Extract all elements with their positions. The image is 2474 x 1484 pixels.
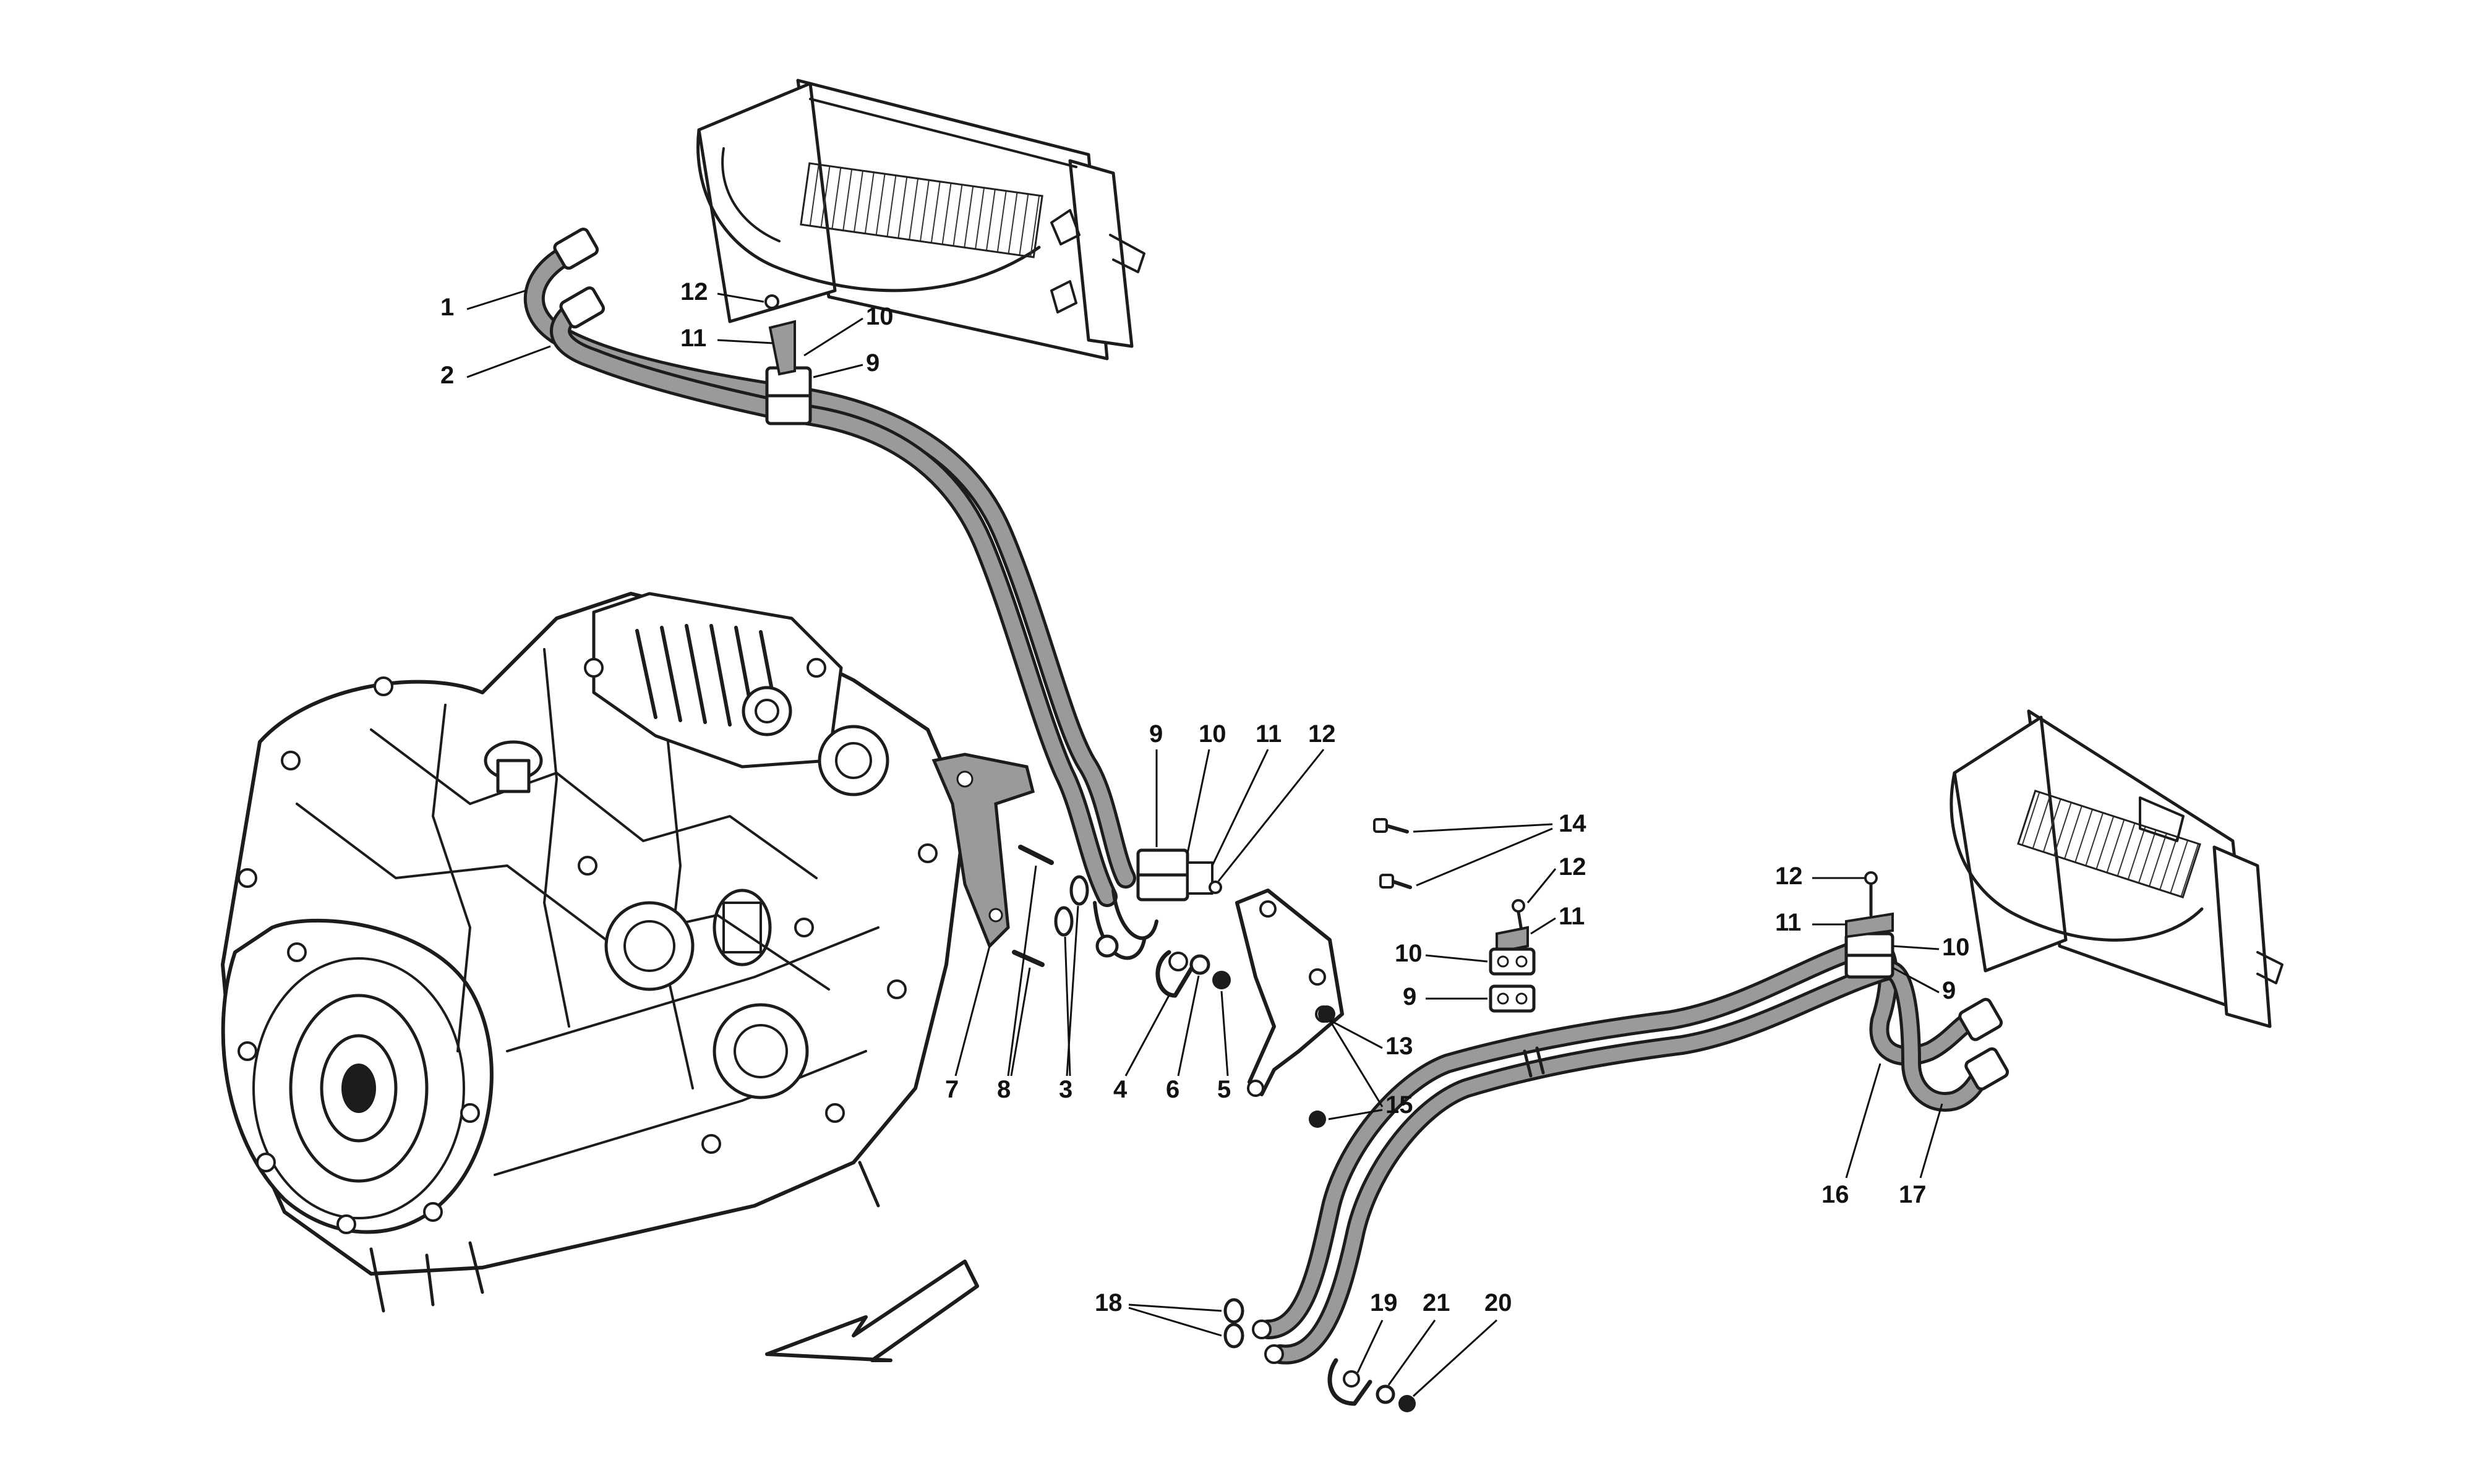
svg-text:17: 17	[1899, 1181, 1927, 1208]
upper-pipe-clamp	[764, 294, 812, 425]
callout-16: 16	[1821, 1063, 1881, 1208]
direction-arrow-icon	[765, 1260, 979, 1362]
screws-14	[1373, 818, 1412, 889]
clip-19	[1327, 1358, 1372, 1406]
callout-18: 18	[1095, 1289, 1222, 1337]
svg-text:1: 1	[440, 294, 454, 321]
callout-7: 7	[945, 945, 991, 1103]
svg-text:9: 9	[1942, 977, 1956, 1004]
callout-17: 17	[1899, 1103, 1943, 1208]
svg-text:11: 11	[680, 325, 706, 352]
svg-text:19: 19	[1370, 1289, 1398, 1316]
casing-bolts	[238, 658, 938, 1234]
middle-pipe-clamp	[1136, 848, 1222, 902]
svg-text:20: 20	[1484, 1289, 1512, 1316]
svg-text:12: 12	[1559, 853, 1586, 881]
callout-8: 8	[997, 865, 1037, 1103]
nut-20	[1398, 1395, 1416, 1412]
svg-text:3: 3	[1059, 1076, 1072, 1103]
nuts-15	[1309, 1005, 1335, 1128]
callout-10-top: 10	[803, 303, 894, 357]
gearbox-assembly	[221, 592, 967, 1313]
callout-9-exploded: 9	[1403, 983, 1487, 1010]
bracket-13	[1235, 889, 1344, 1097]
svg-text:8: 8	[997, 1076, 1011, 1103]
svg-text:11: 11	[1775, 909, 1801, 936]
callout-10-mid: 10	[1186, 720, 1226, 854]
bracket-7	[931, 753, 1035, 949]
svg-text:12: 12	[1308, 720, 1336, 748]
callout-9-right: 9	[1892, 966, 1956, 1004]
studs-8	[1012, 845, 1054, 967]
callout-9-top: 9	[813, 349, 880, 378]
svg-text:5: 5	[1217, 1076, 1231, 1103]
callout-2: 2	[440, 345, 551, 389]
upper-oil-cooler	[696, 79, 1145, 360]
callout-11-mid: 11	[1211, 720, 1282, 866]
washer-6	[1189, 954, 1210, 975]
svg-text:16: 16	[1821, 1181, 1849, 1208]
callout-1: 1	[440, 289, 526, 321]
callout-12-exploded: 12	[1526, 853, 1586, 903]
callout-20: 20	[1412, 1289, 1512, 1397]
svg-text:11: 11	[1559, 903, 1585, 930]
lower-oil-cooler	[1950, 709, 2284, 1028]
nut-5	[1212, 971, 1231, 989]
lower-pipe-clamp	[1844, 871, 1894, 979]
svg-text:10: 10	[1942, 934, 1970, 961]
callout-15: 15	[1328, 1020, 1413, 1120]
washer-21	[1376, 1384, 1395, 1404]
upper-oil-pipes	[523, 228, 1158, 960]
callout-6: 6	[1166, 975, 1200, 1103]
callout-3: 3	[1059, 905, 1079, 1103]
svg-text:15: 15	[1385, 1091, 1413, 1119]
callout-19: 19	[1356, 1289, 1398, 1373]
lower-oil-pipes	[1252, 936, 2010, 1365]
valve-ribs	[635, 624, 781, 730]
callout-13: 13	[1329, 1019, 1413, 1060]
svg-text:10: 10	[866, 303, 894, 330]
svg-text:21: 21	[1423, 1289, 1450, 1316]
callout-10-right: 10	[1892, 934, 1970, 961]
exploded-clamp	[1489, 899, 1536, 1013]
svg-text:10: 10	[1199, 720, 1226, 748]
svg-text:12: 12	[1775, 863, 1803, 890]
svg-text:4: 4	[1113, 1076, 1128, 1103]
callout-5: 5	[1217, 991, 1231, 1103]
svg-text:7: 7	[945, 1076, 959, 1103]
callout-11-top: 11	[680, 325, 774, 352]
svg-text:13: 13	[1385, 1033, 1413, 1060]
seal-rings-3	[1054, 875, 1089, 937]
svg-text:14: 14	[1559, 810, 1586, 837]
svg-text:9: 9	[1149, 720, 1163, 748]
seal-rings-18	[1223, 1298, 1244, 1349]
svg-text:9: 9	[1403, 983, 1416, 1010]
callout-10-exploded: 10	[1395, 940, 1488, 967]
svg-text:12: 12	[680, 278, 708, 305]
callout-12-right: 12	[1775, 863, 1865, 890]
svg-text:11: 11	[1256, 720, 1282, 748]
callout-12-top: 12	[680, 278, 764, 305]
hose-clip-4	[1155, 950, 1196, 998]
callout-11-exploded: 11	[1530, 903, 1585, 935]
svg-text:6: 6	[1166, 1076, 1179, 1103]
callout-9-mid: 9	[1149, 720, 1163, 847]
svg-text:2: 2	[440, 362, 454, 389]
callout-4: 4	[1113, 995, 1170, 1103]
callout-21: 21	[1387, 1289, 1450, 1386]
callout-11-right: 11	[1775, 909, 1846, 936]
svg-text:9: 9	[866, 349, 880, 377]
svg-text:18: 18	[1095, 1289, 1123, 1316]
callout-14: 14	[1413, 810, 1586, 887]
svg-text:10: 10	[1395, 940, 1423, 967]
callout-12-mid: 12	[1217, 720, 1336, 882]
